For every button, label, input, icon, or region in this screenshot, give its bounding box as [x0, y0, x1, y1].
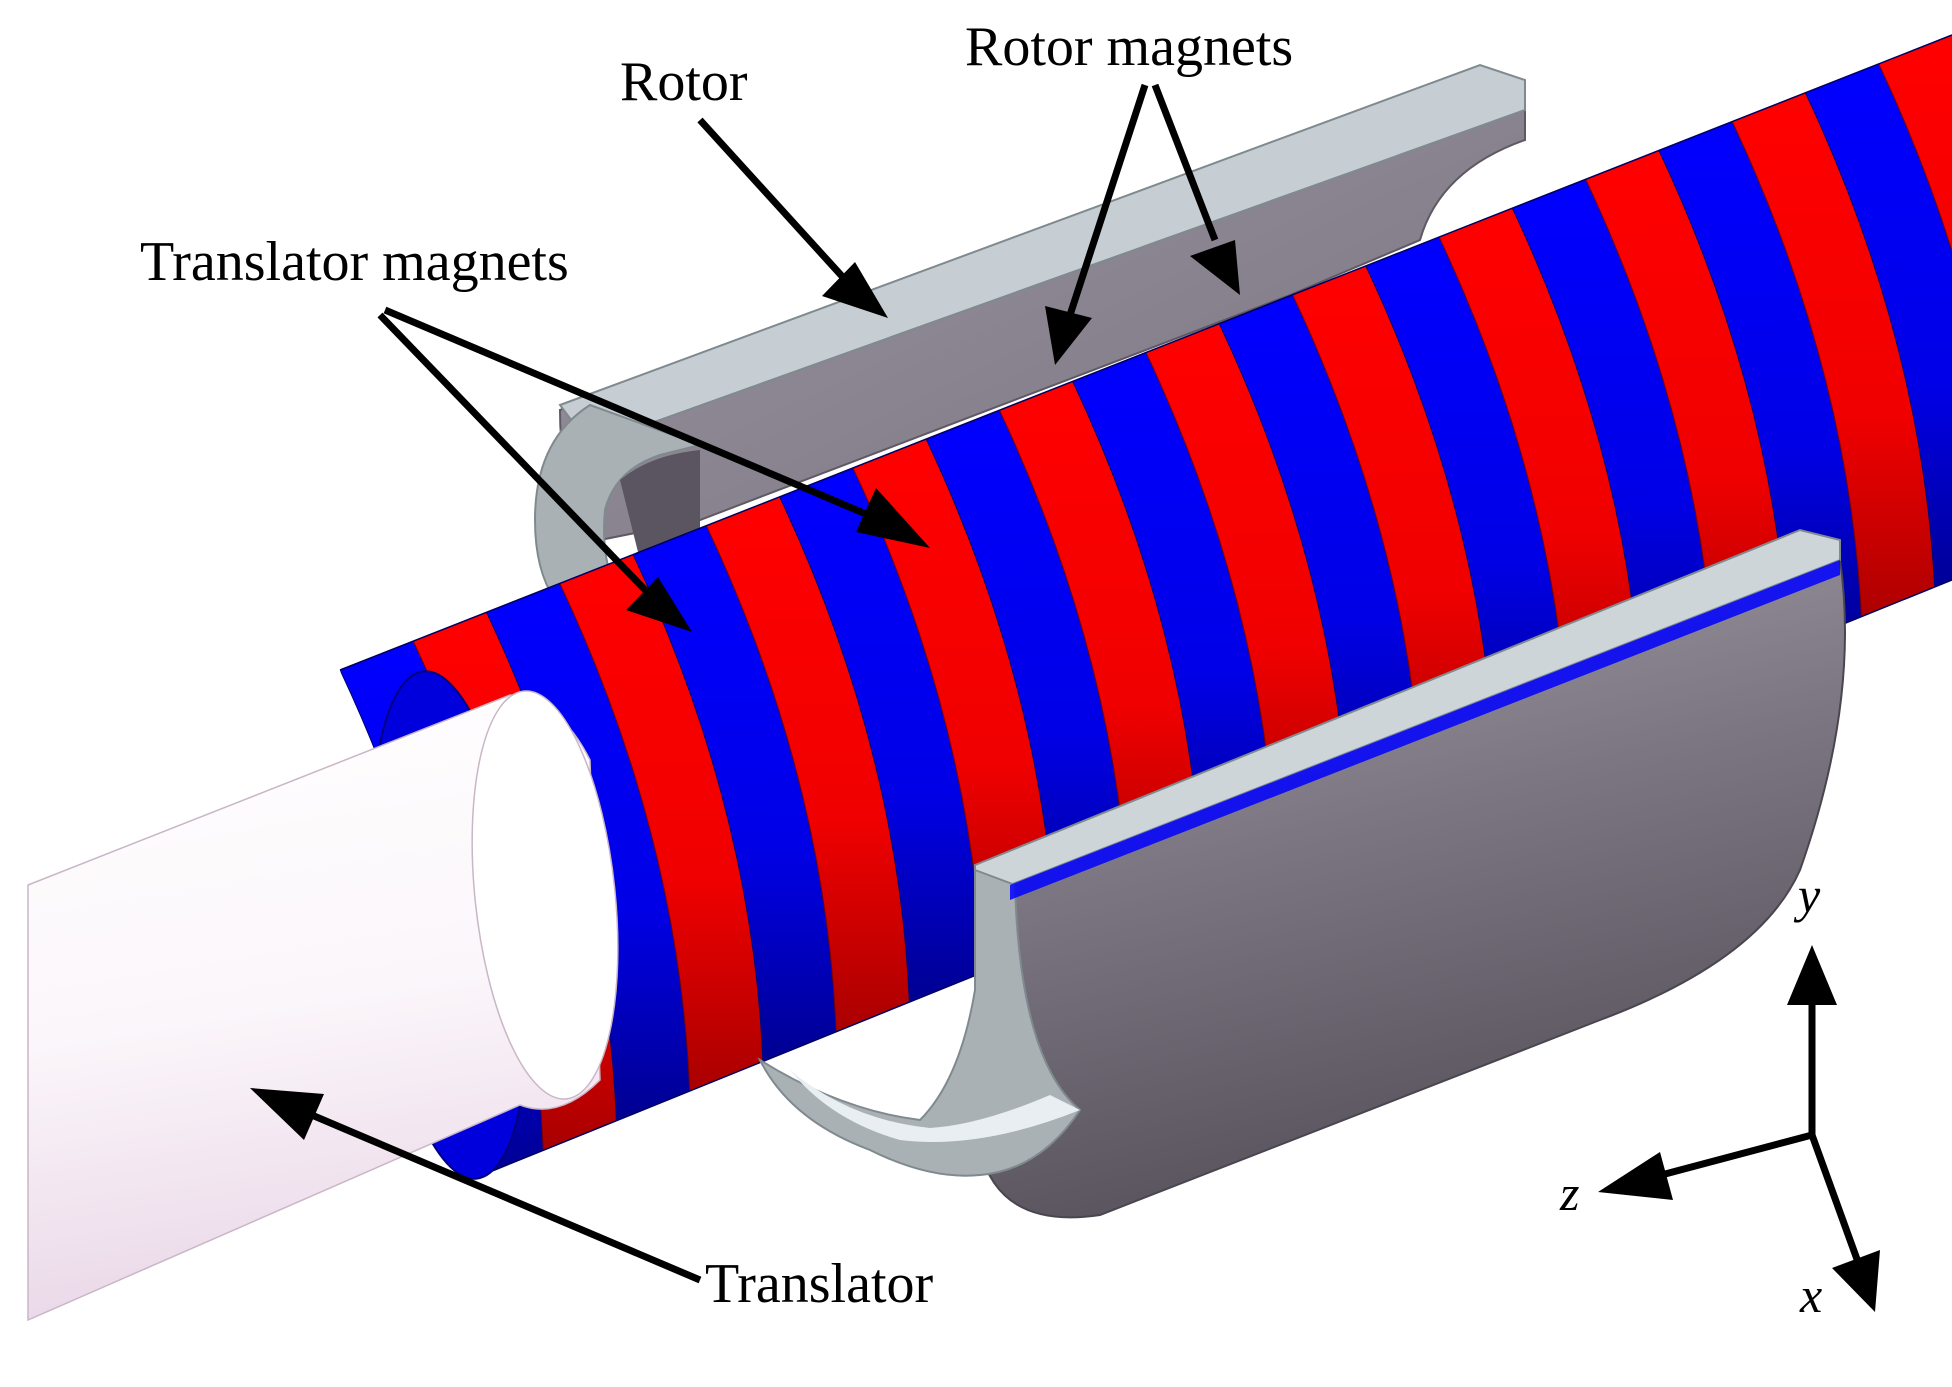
axis-label-x: x [1799, 1267, 1822, 1323]
pointer-arrows [250, 83, 1240, 1284]
label-translator: Translator [705, 1253, 934, 1315]
arrow-rotor-magnets-left [1045, 83, 1149, 365]
arrow-translator-magnets-upper [383, 306, 930, 548]
rotor-front-shell-body [973, 538, 1846, 1219]
translator-shaft-end [471, 690, 619, 1100]
axis-z-arrowhead [1598, 1152, 1673, 1200]
arrow-rotor-magnets-right [1151, 83, 1240, 295]
label-rotor: Rotor [620, 51, 748, 113]
label-translator-magnets: Translator magnets [140, 231, 569, 293]
rotor-front-shell [757, 528, 1846, 1219]
axis-x-arrowhead [1832, 1250, 1880, 1312]
rotor-front-shell-end-face [757, 868, 1082, 1177]
axis-label-y: y [1793, 867, 1821, 923]
label-rotor-magnets: Rotor magnets [965, 16, 1293, 78]
rotor-back-shell-inner [620, 450, 700, 560]
arrow-translator-magnets-lower [377, 312, 692, 632]
magnet-ring-red [1878, 35, 1952, 575]
translator-shaft [27, 690, 619, 1322]
arrow-rotor [697, 117, 888, 318]
axis-y-arrowhead [1787, 945, 1837, 1005]
axis-x-line [1808, 1133, 1862, 1264]
arrow-translator [250, 1088, 702, 1284]
coordinate-axes [1598, 945, 1880, 1312]
rotor-magnet-strip [1010, 560, 1840, 900]
rotor-front-shell-inner-light [790, 1070, 1080, 1142]
axis-z-line [1649, 1131, 1813, 1182]
rotor-back-shell [533, 63, 1526, 601]
axis-label-z: z [1559, 1165, 1579, 1221]
